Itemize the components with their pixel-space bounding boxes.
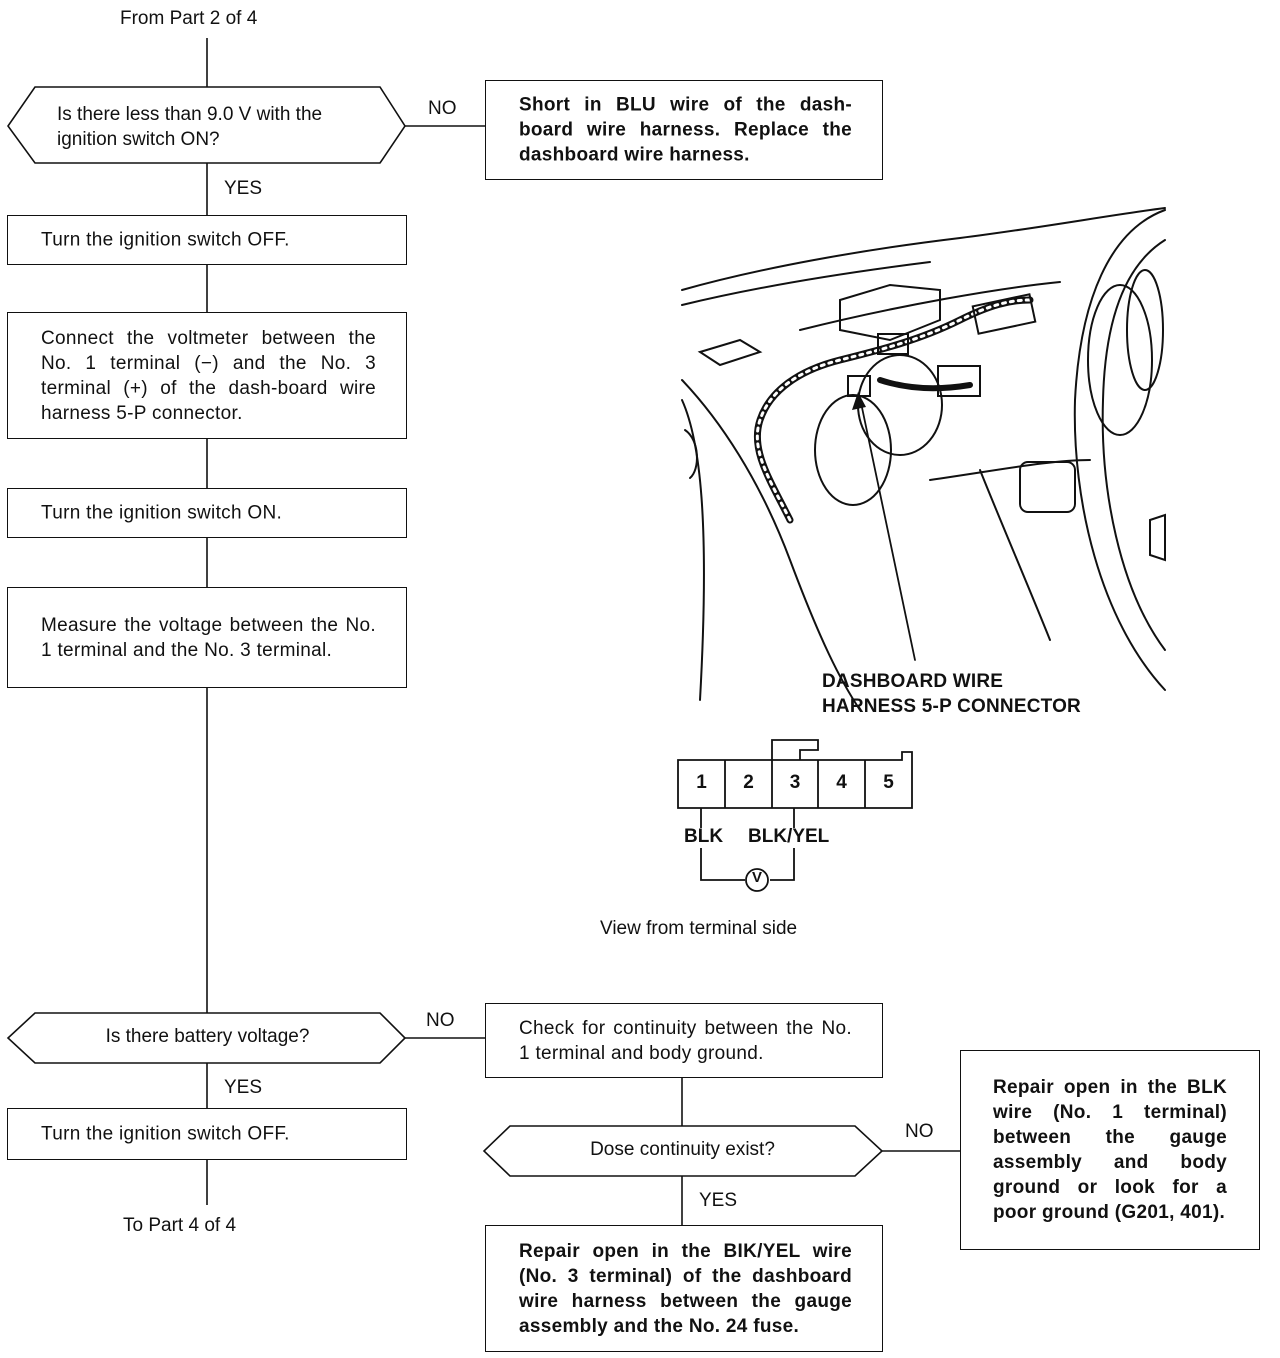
step-measure-voltage-text: Measure the voltage between the No. 1 te… — [41, 614, 376, 661]
result-short-blu-wire-text: Short in BLU wire of the dash-board wire… — [519, 94, 852, 166]
from-part-label: From Part 2 of 4 — [120, 8, 258, 29]
decision-1-yes-label: YES — [224, 178, 263, 199]
step-ignition-off-1: Turn the ignition switch OFF. — [7, 215, 407, 265]
result-short-blu-wire: Short in BLU wire of the dash-board wire… — [485, 80, 883, 180]
pin-4: 4 — [836, 772, 847, 793]
step-ignition-off-1-text: Turn the ignition switch OFF. — [41, 229, 290, 251]
step-ignition-on: Turn the ignition switch ON. — [7, 488, 407, 538]
pin-5: 5 — [883, 772, 894, 793]
decision-1-no-label: NO — [428, 98, 457, 119]
decision-3-text: Dose continuity exist? — [590, 1139, 775, 1160]
step-connect-voltmeter: Connect the voltmeter between the No. 1 … — [7, 312, 407, 439]
connector-caption: View from terminal side — [600, 918, 798, 939]
step-ignition-on-text: Turn the ignition switch ON. — [41, 502, 283, 524]
result-repair-blkyel-wire: Repair open in the BIK/YEL wire (No. 3 t… — [485, 1225, 883, 1352]
step-measure-voltage: Measure the voltage between the No. 1 te… — [7, 587, 407, 688]
decision-1-text: Is there less than 9.0 V with the igniti… — [57, 104, 323, 150]
decision-3-yes-label: YES — [699, 1190, 738, 1211]
step-check-continuity: Check for continuity between the No. 1 t… — [485, 1003, 883, 1078]
callout-line-2: HARNESS 5-P CONNECTOR — [822, 696, 1081, 717]
decision-diamond-2 — [6, 1012, 407, 1064]
decision-2-text: Is there battery voltage? — [105, 1026, 310, 1047]
callout-line-1: DASHBOARD WIRE — [822, 671, 1004, 692]
pin-3: 3 — [789, 772, 801, 793]
step-check-continuity-text: Check for continuity between the No. 1 t… — [519, 1017, 852, 1064]
result-repair-blk-wire: Repair open in the BLK wire (No. 1 termi… — [960, 1050, 1260, 1250]
voltmeter-icon: V — [751, 869, 762, 886]
step-ignition-off-2-text: Turn the ignition switch OFF. — [41, 1123, 290, 1145]
wire-label-blk: BLK — [684, 826, 724, 847]
decision-2-no-label: NO — [426, 1010, 455, 1031]
decision-diamond-1 — [7, 86, 406, 164]
step-ignition-off-2: Turn the ignition switch OFF. — [7, 1108, 407, 1160]
decision-diamond-3 — [482, 1125, 884, 1177]
dashboard-illustration — [681, 207, 1166, 711]
pin-1: 1 — [696, 772, 707, 793]
to-part-label: To Part 4 of 4 — [123, 1215, 237, 1236]
result-repair-blkyel-wire-text: Repair open in the BIK/YEL wire (No. 3 t… — [519, 1240, 852, 1337]
pin-2: 2 — [743, 772, 754, 793]
connector-diagram — [677, 739, 913, 892]
step-connect-voltmeter-text: Connect the voltmeter between the No. 1 … — [41, 327, 376, 424]
wire-label-blk-yel: BLK/YEL — [748, 826, 830, 847]
decision-3-no-label: NO — [905, 1121, 934, 1142]
result-repair-blk-wire-text: Repair open in the BLK wire (No. 1 termi… — [993, 1077, 1227, 1223]
decision-2-yes-label: YES — [224, 1077, 263, 1098]
